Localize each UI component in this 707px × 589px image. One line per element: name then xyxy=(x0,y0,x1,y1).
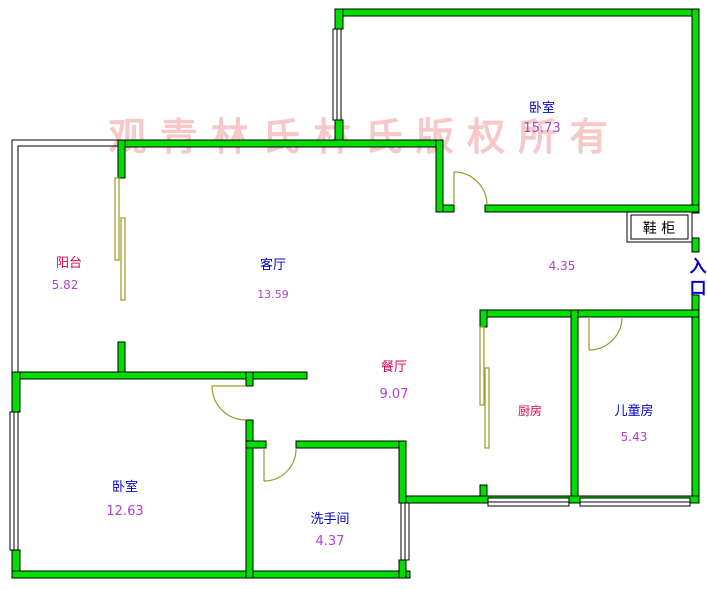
wall-mbr-left-a xyxy=(334,8,344,30)
wall-right-a xyxy=(691,237,700,253)
room-name-kids-room: 儿童房 xyxy=(614,403,653,419)
wall-right-b xyxy=(691,294,700,504)
wall-living-top xyxy=(117,139,444,148)
shoe-cabinet-label: 鞋 柜 xyxy=(643,221,675,237)
entrance-char-1: 入 xyxy=(690,257,707,277)
room-name-dining-room: 餐厅 xyxy=(381,359,407,375)
wall-kitchen-top xyxy=(479,309,700,318)
wall-living-left-b xyxy=(117,341,126,373)
entrance-char-2: 口 xyxy=(690,279,707,299)
door-kids-room xyxy=(588,316,623,351)
room-area-living-room: 13.59 xyxy=(257,288,289,301)
sliding-door-kitchen-b xyxy=(484,367,490,449)
door-master-bedroom xyxy=(453,171,488,206)
room-area-dining-room: 9.07 xyxy=(380,387,409,402)
sliding-door-balcony-b xyxy=(120,217,126,301)
room-name-balcony: 阳台 xyxy=(56,256,82,271)
wall-bedroom-right-b xyxy=(245,419,254,579)
wall-bedroom-left-a xyxy=(11,371,21,413)
room-name-bathroom: 洗手间 xyxy=(310,512,349,527)
wall-kitchen-left-a xyxy=(479,309,488,328)
sliding-door-balcony-a xyxy=(114,177,120,261)
wall-bedroom-top xyxy=(11,371,308,380)
wall-bath-top-b xyxy=(295,440,407,449)
wall-bath-top-a xyxy=(245,440,267,449)
wall-bedroom-right-a xyxy=(245,371,254,387)
room-name-living-room: 客厅 xyxy=(260,257,286,273)
entrance-label: 入 口 xyxy=(690,257,707,299)
windows xyxy=(9,28,691,561)
balcony-outline xyxy=(11,139,118,372)
room-area-bathroom: 4.37 xyxy=(316,534,345,549)
room-area-corridor: 4.35 xyxy=(549,259,576,273)
wall-living-top-right xyxy=(435,139,444,213)
watermark-text: 观 青 林 氏 林 氏 版 权 所 有 xyxy=(108,115,607,159)
swing-doors xyxy=(211,171,623,482)
wall-mbr-right xyxy=(691,8,700,214)
room-area-master-bedroom: 15.73 xyxy=(523,121,560,136)
room-area-bedroom: 12.63 xyxy=(106,504,143,519)
wall-living-left-a xyxy=(117,139,126,179)
shoe-cabinet: 鞋 柜 xyxy=(626,211,693,243)
wall-kitchen-mid xyxy=(570,309,579,504)
walls xyxy=(11,8,700,579)
wall-bath-right-a xyxy=(398,440,407,504)
room-area-balcony: 5.82 xyxy=(52,278,79,292)
room-name-bedroom: 卧室 xyxy=(112,479,138,495)
room-name-kitchen: 厨房 xyxy=(518,403,542,418)
wall-mbr-bottom xyxy=(484,204,700,213)
door-bedroom xyxy=(211,385,247,421)
wall-bedroom-bottom xyxy=(11,570,411,579)
sliding-doors xyxy=(114,177,490,449)
room-area-kids-room: 5.43 xyxy=(621,430,648,444)
room-labels: 卧室 15.73 阳台 5.82 客厅 13.59 4.35 餐厅 9.07 厨… xyxy=(52,100,654,549)
door-bathroom xyxy=(263,448,297,482)
wall-mbr-top xyxy=(334,8,700,17)
room-name-master-bedroom: 卧室 xyxy=(529,100,555,116)
sliding-door-kitchen-a xyxy=(479,326,485,406)
wall-bath-right-b xyxy=(398,559,407,579)
wall-mbr-left-b xyxy=(334,119,344,143)
